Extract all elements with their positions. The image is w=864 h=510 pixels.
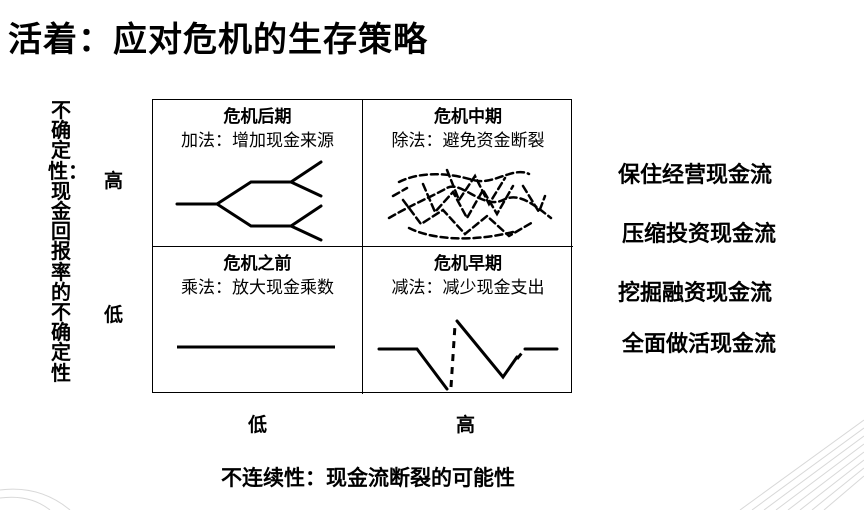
branching-tree-icon (175, 160, 323, 242)
quadrant-grid: 危机后期 加法：增加现金来源 危机中期 除法：避免资金断裂 (152, 99, 573, 394)
quadrant-title: 危机中期 (434, 107, 502, 127)
strategy-1: 保住经营现金流 (618, 163, 773, 188)
quadrant-subtitle: 除法：避免资金断裂 (391, 131, 545, 151)
quadrant-subtitle: 乘法：放大现金乘数 (181, 278, 334, 298)
broken-zigzag-icon (377, 319, 559, 391)
y-axis-label: 不确定性：现金回报率的不确定性 (48, 98, 88, 385)
y-high-label: 高 (104, 170, 124, 192)
quadrant-top-left: 危机后期 加法：增加现金来源 (153, 100, 363, 247)
strategy-2: 压缩投资现金流 (622, 222, 777, 247)
strategy-3: 挖掘融资现金流 (618, 281, 773, 306)
straight-line-icon (177, 345, 335, 349)
x-axis-label: 不连续性：现金流断裂的可能性 (221, 466, 515, 490)
quadrant-title: 危机之前 (223, 254, 292, 274)
quadrant-subtitle: 减法：减少现金支出 (391, 278, 545, 298)
page-title: 活着：应对危机的生存策略 (8, 20, 428, 60)
quadrant-subtitle: 加法：增加现金来源 (181, 131, 334, 151)
quadrant-bottom-left: 危机之前 乘法：放大现金乘数 (153, 247, 363, 394)
quadrant-title: 危机早期 (434, 254, 502, 274)
fragmented-chaos-icon (387, 168, 553, 240)
x-high-label: 高 (456, 414, 476, 436)
strategy-4: 全面做活现金流 (622, 332, 777, 357)
quadrant-bottom-right: 危机早期 减法：减少现金支出 (363, 247, 573, 394)
x-low-label: 低 (248, 414, 268, 436)
quadrant-title: 危机后期 (223, 107, 292, 127)
y-low-label: 低 (104, 304, 124, 326)
quadrant-top-right: 危机中期 除法：避免资金断裂 (363, 100, 573, 247)
